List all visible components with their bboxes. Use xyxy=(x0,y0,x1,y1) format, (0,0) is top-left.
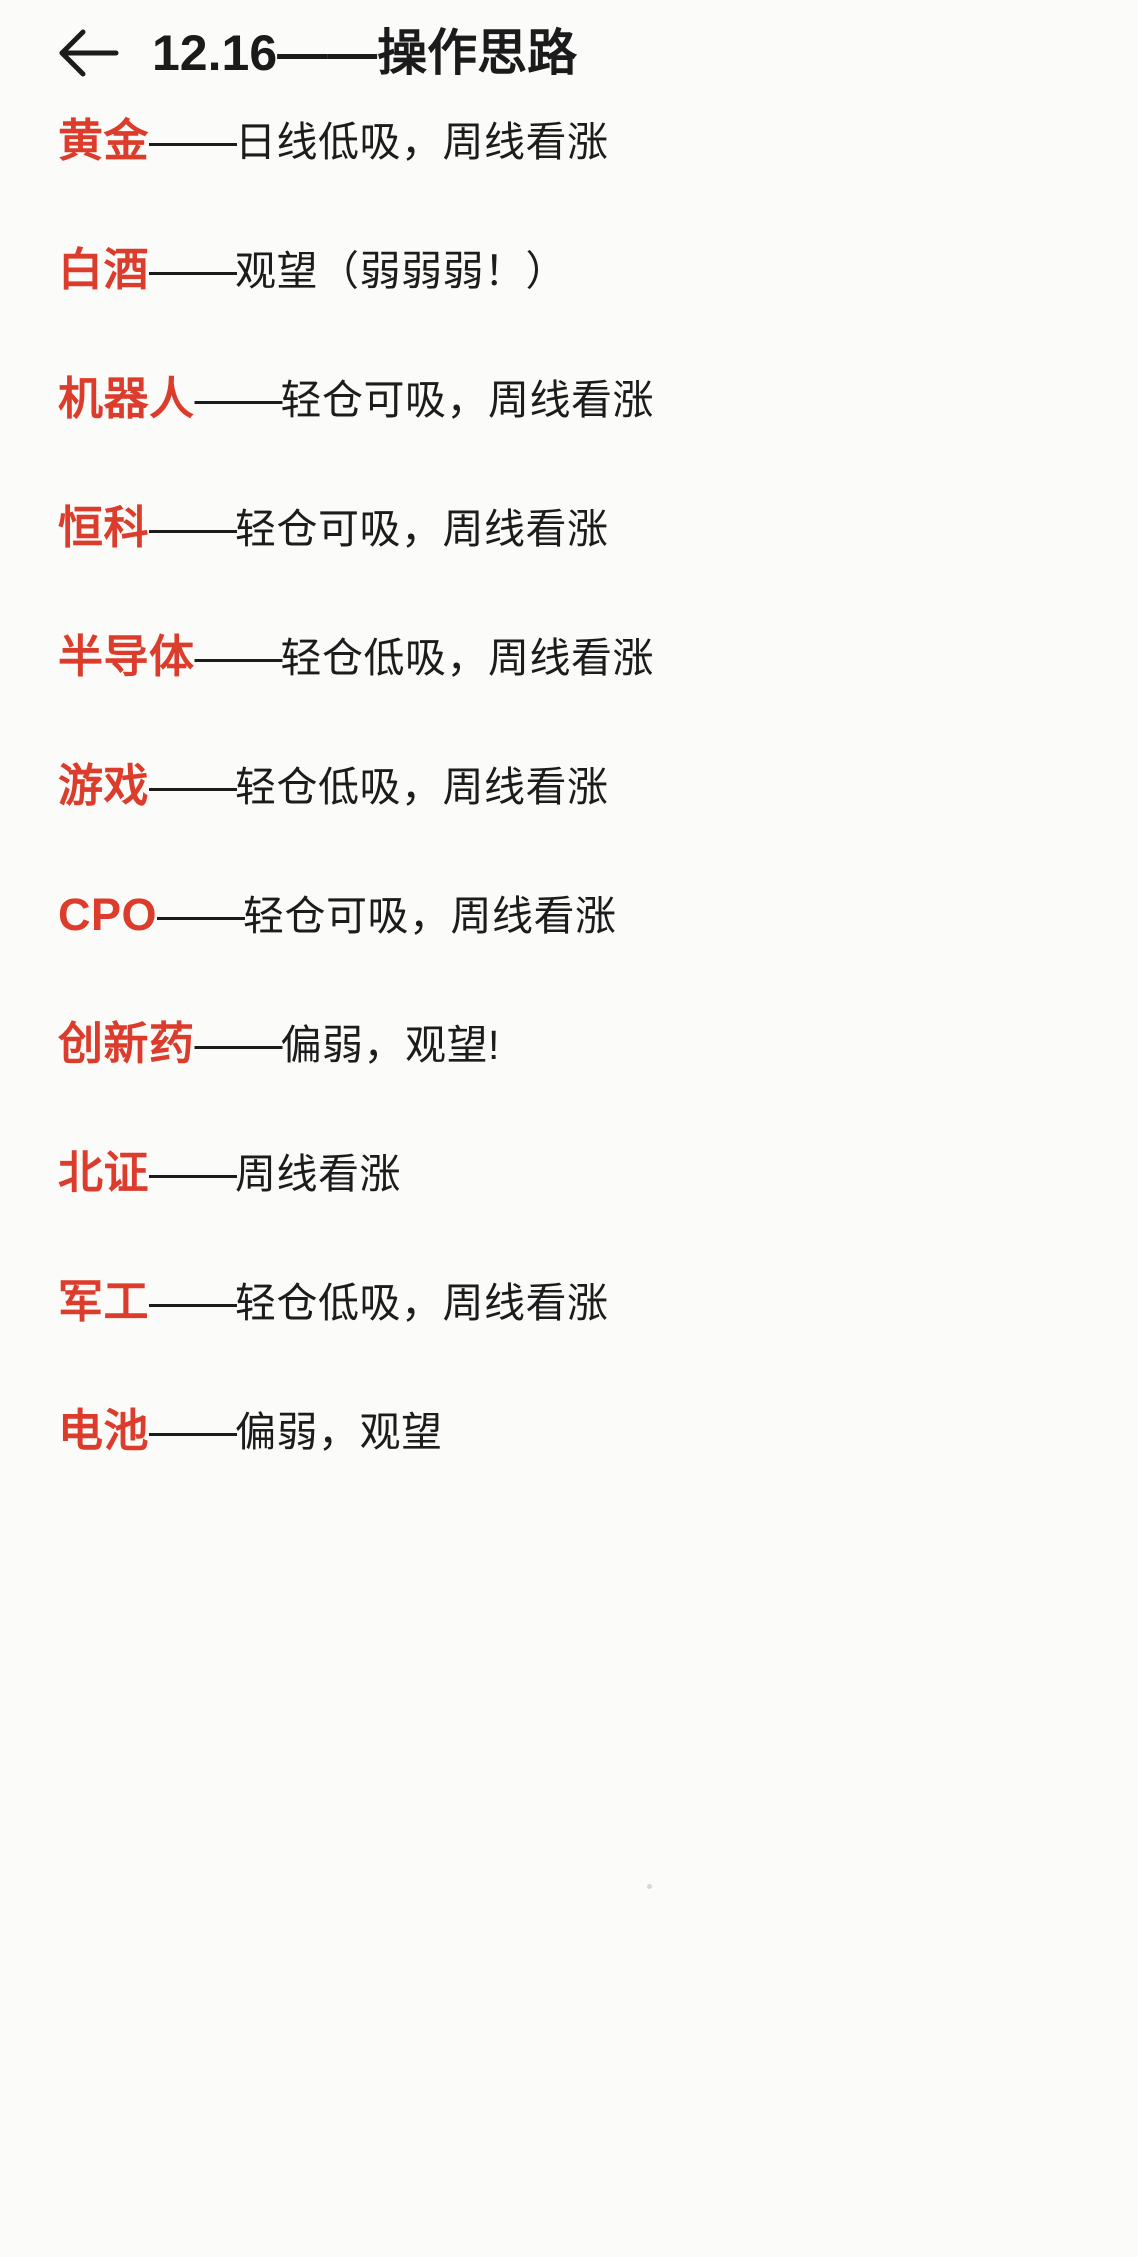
sector-comment: 轻仓低吸，周线看涨 xyxy=(280,635,655,681)
page-header: 12.16——操作思路 xyxy=(0,0,1138,82)
sector-separator: —— xyxy=(194,1018,283,1069)
sector-separator: —— xyxy=(157,889,245,940)
list-item: 黄金 —— 日线低吸，周线看涨 xyxy=(58,118,1138,247)
list-item: 游戏 —— 轻仓低吸，周线看涨 xyxy=(58,763,1138,892)
sector-comment: 偏弱，观望! xyxy=(280,1022,500,1068)
sector-comment: 周线看涨 xyxy=(235,1151,402,1197)
list-item: 半导体 —— 轻仓低吸，周线看涨 xyxy=(58,634,1138,763)
list-item: 北证 —— 周线看涨 xyxy=(58,1150,1138,1279)
sector-name: CPO xyxy=(58,889,158,940)
sector-comment: 轻仓可吸，周线看涨 xyxy=(243,893,617,939)
sector-separator: —— xyxy=(149,115,237,166)
sector-comment: 轻仓可吸，周线看涨 xyxy=(235,506,609,552)
sector-comment: 观望（弱弱弱！） xyxy=(235,248,568,294)
sector-comment: 日线低吸，周线看涨 xyxy=(235,119,609,165)
sector-comment: 轻仓可吸，周线看涨 xyxy=(280,377,655,423)
sector-separator: —— xyxy=(149,244,237,295)
list-item: 创新药 —— 偏弱，观望! xyxy=(58,1021,1138,1150)
sector-name: 游戏 xyxy=(58,760,150,811)
list-item: 机器人 —— 轻仓可吸，周线看涨 xyxy=(58,376,1138,505)
sector-comment: 轻仓低吸，周线看涨 xyxy=(235,764,609,810)
sector-name: 机器人 xyxy=(58,373,195,424)
list-item: 白酒 —— 观望（弱弱弱！） xyxy=(58,247,1138,376)
list-item: 恒科 —— 轻仓可吸，周线看涨 xyxy=(58,505,1138,634)
sector-separator: —— xyxy=(149,760,237,811)
sector-name: 黄金 xyxy=(58,115,150,166)
sector-name: 军工 xyxy=(58,1276,150,1327)
sector-name: 半导体 xyxy=(58,631,195,682)
list-item: 电池 —— 偏弱，观望 xyxy=(58,1408,1138,1537)
sector-separator: —— xyxy=(149,1147,237,1198)
back-arrow-icon xyxy=(58,27,120,79)
sector-name: 白酒 xyxy=(58,244,150,295)
sector-list: 黄金 —— 日线低吸，周线看涨 白酒 —— 观望（弱弱弱！） 机器人 —— 轻仓… xyxy=(0,118,1138,1537)
list-item: CPO —— 轻仓可吸，周线看涨 xyxy=(58,892,1138,1021)
sector-separator: —— xyxy=(194,631,283,682)
sector-comment: 轻仓低吸，周线看涨 xyxy=(235,1280,609,1326)
sector-separator: —— xyxy=(149,1276,237,1327)
sector-separator: —— xyxy=(149,502,237,553)
sector-separator: —— xyxy=(194,373,283,424)
sector-name: 恒科 xyxy=(58,502,150,553)
back-button[interactable] xyxy=(58,22,130,84)
sector-separator: —— xyxy=(149,1405,237,1456)
sector-name: 电池 xyxy=(58,1405,150,1456)
sector-name: 北证 xyxy=(58,1147,150,1198)
sector-name: 创新药 xyxy=(58,1018,195,1069)
page-title: 12.16——操作思路 xyxy=(152,25,578,81)
image-speck xyxy=(647,1884,652,1889)
sector-comment: 偏弱，观望 xyxy=(235,1409,443,1455)
list-item: 军工 —— 轻仓低吸，周线看涨 xyxy=(58,1279,1138,1408)
